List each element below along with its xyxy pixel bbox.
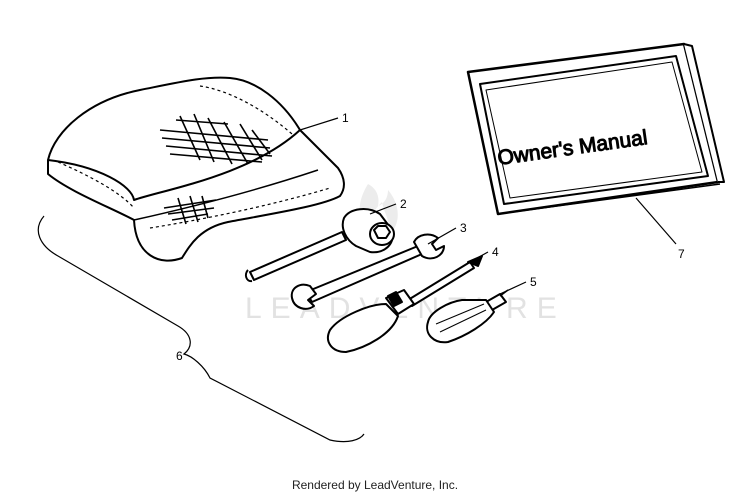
spark-tester bbox=[426, 289, 509, 344]
callout-4: 4 bbox=[492, 245, 499, 259]
callout-1: 1 bbox=[342, 111, 349, 125]
leader-line-4 bbox=[469, 251, 489, 263]
tool-pouch bbox=[47, 76, 345, 262]
leader-line-1 bbox=[299, 117, 339, 131]
open-end-wrench bbox=[290, 233, 445, 310]
tool-set-bracket bbox=[37, 215, 365, 443]
owners-manual: Owner's Manual bbox=[466, 42, 725, 216]
spark-plug-wrench bbox=[244, 208, 395, 283]
leader-line-7 bbox=[635, 197, 677, 245]
callouts: 1 2 3 4 5 6 7 bbox=[176, 111, 685, 363]
callout-5: 5 bbox=[530, 275, 537, 289]
leader-line-2 bbox=[369, 203, 397, 215]
leader-line-5 bbox=[499, 281, 527, 295]
callout-3: 3 bbox=[460, 221, 467, 235]
leader-line-3 bbox=[427, 227, 457, 245]
callout-6: 6 bbox=[176, 349, 183, 363]
screwdriver bbox=[327, 255, 483, 353]
leader-lines bbox=[299, 117, 677, 295]
footer-credit: Rendered by LeadVenture, Inc. bbox=[291, 478, 459, 492]
callout-2: 2 bbox=[400, 197, 407, 211]
callout-7: 7 bbox=[678, 247, 685, 261]
